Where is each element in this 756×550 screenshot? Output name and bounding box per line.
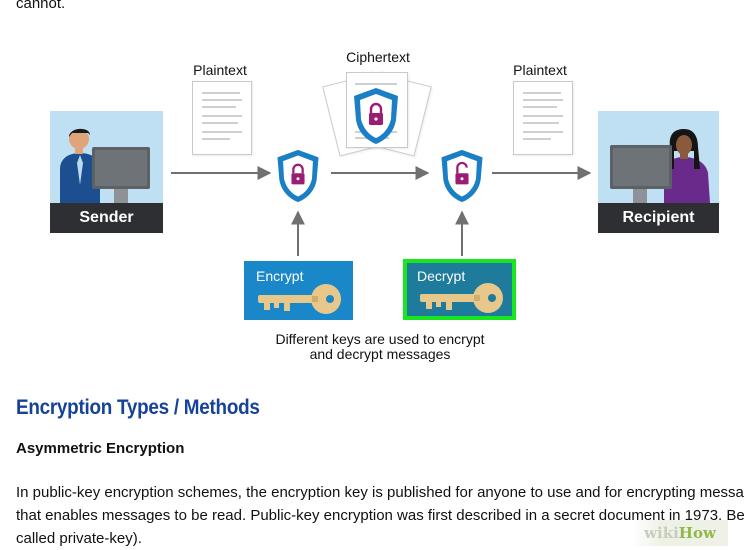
encrypt-shield-lock-icon [277,149,319,203]
flow-arrows [171,166,592,256]
caption-line-2: and decrypt messages [309,346,451,362]
decrypt-key-label: Decrypt [417,268,466,284]
decrypt-key-box: Decrypt [403,259,516,320]
sender-illustration [50,111,163,203]
recipient-label: Recipient [598,203,719,233]
sender-label: Sender [50,203,163,233]
ciphertext-document-stack [320,66,432,158]
plaintext-document-right [513,81,573,155]
top-text: cannot. [16,0,66,12]
encrypt-key-label: Encrypt [256,268,304,284]
plaintext-left-label: Plaintext [193,62,247,78]
key-icon [258,284,341,314]
ciphertext-label: Ciphertext [346,49,410,65]
paragraph-line: called private-key). [16,530,142,547]
encrypt-key-box: Encrypt [244,261,353,320]
key-icon [420,283,503,313]
paragraph-line: that enables messages to be read. Public… [16,507,745,524]
article-paragraph: In public-key encryption schemes, the en… [16,481,756,550]
paragraph-line: In public-key encryption schemes, the en… [16,484,744,501]
section-heading: Encryption Types / Methods [16,396,260,419]
shield-lock-icon [354,88,398,144]
recipient-illustration [598,111,719,203]
subsection-heading: Asymmetric Encryption [16,440,185,457]
encryption-diagram: Plaintext Ciphertext Plaintext [50,49,719,362]
decrypt-shield-unlock-icon [441,149,483,203]
plaintext-right-label: Plaintext [513,62,567,78]
caption-line-1: Different keys are used to encrypt [275,331,485,347]
diagram-caption: Different keys are used to encrypt and d… [248,332,512,362]
plaintext-document-left [192,81,252,155]
